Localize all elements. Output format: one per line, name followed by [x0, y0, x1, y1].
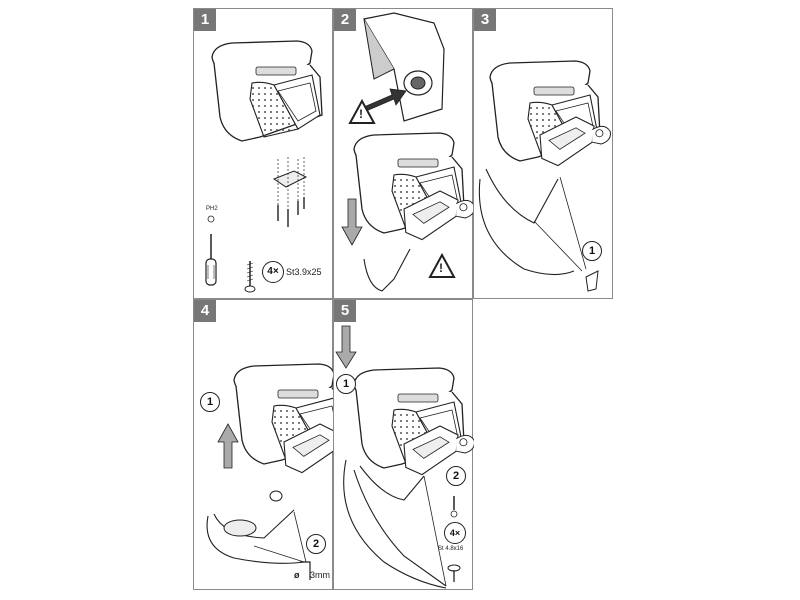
- step-3-callout: 1: [582, 241, 602, 261]
- step-5-illustration: [335, 325, 474, 589]
- step-1-badge: 1: [194, 9, 216, 31]
- step-1-illustration: [205, 40, 323, 293]
- drill-size-label: 3mm: [310, 570, 330, 580]
- armrest-drawing: [211, 40, 323, 142]
- hand-icon: [585, 270, 599, 292]
- step-4-panel: 4 1 2 ø 3mm: [193, 299, 334, 590]
- step-5-screw-spec: St 4.8x16: [438, 546, 464, 552]
- step-2-illustration: [341, 12, 474, 292]
- screw-count-badge: 4×: [262, 261, 284, 283]
- step-3-badge: 3: [474, 9, 496, 31]
- step-2-panel: 2 ! !: [333, 8, 474, 299]
- arrow-icon: [363, 88, 407, 112]
- step-5-callout-1: 1: [336, 374, 356, 394]
- warning-icon-2: [428, 252, 456, 278]
- drill-icon: [300, 561, 311, 580]
- step-4-callout-1: 1: [200, 392, 220, 412]
- step-3-illustration: [478, 60, 611, 292]
- drill-diameter-symbol: ø: [294, 570, 300, 580]
- step-1-panel: 1: [193, 8, 333, 299]
- down-arrow-icon: [335, 325, 357, 369]
- up-arrow-icon: [217, 423, 239, 469]
- screw-spec-label: St3.9x25: [286, 267, 322, 277]
- step-5-badge: 5: [334, 300, 356, 322]
- down-arrow-icon: [341, 198, 363, 246]
- step-5-screw-count: 4×: [444, 522, 466, 544]
- step-3-panel: 3 1: [473, 8, 613, 299]
- screwdriver-icon: [205, 215, 217, 286]
- step-4-callout-2: 2: [306, 534, 326, 554]
- screwdriver-size-label: PH2: [206, 206, 218, 212]
- step-5-panel: 5 1 2 4× St 4.8x16: [333, 299, 474, 590]
- warning-symbol-top: !: [359, 107, 363, 121]
- screw-icons: [277, 197, 305, 227]
- step-5-callout-2: 2: [446, 466, 466, 486]
- step-4-illustration: [206, 363, 334, 580]
- warning-symbol-bottom: !: [439, 261, 443, 275]
- step-4-badge: 4: [194, 300, 216, 322]
- screw-icon: [447, 496, 461, 582]
- warning-icon: [348, 98, 376, 124]
- screw-icon: [244, 261, 256, 293]
- step-2-badge: 2: [334, 9, 356, 31]
